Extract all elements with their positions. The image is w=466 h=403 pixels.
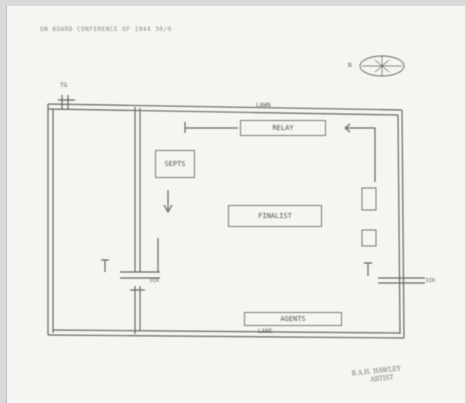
- outer-wall-bottom: [47, 329, 405, 339]
- left-top-stub: [58, 95, 75, 110]
- inner-partition: [134, 107, 141, 334]
- arrow-down-septs: [163, 190, 173, 214]
- label-left-top: TG: [60, 82, 68, 89]
- marker-right: [364, 262, 372, 276]
- compass-north-label: N: [348, 62, 352, 69]
- marker-left: [101, 259, 109, 272]
- arrow-to-relay: [184, 122, 238, 133]
- partition-ledge: [120, 271, 160, 279]
- arrow-from-right: [344, 123, 376, 182]
- sheet-header: ON BOARD CONFERENCE OF 1944 30/9: [40, 26, 172, 33]
- room-box-relay: RELAY: [240, 120, 326, 136]
- compass-symbol: [359, 55, 405, 77]
- fixture-box-2: [361, 229, 377, 247]
- room-box-agents: AGENTS: [244, 312, 342, 326]
- outer-wall-top: [47, 103, 403, 116]
- label-left-bottom: DIR: [150, 278, 160, 284]
- fixture-box-1: [361, 187, 377, 211]
- room-box-finalist: FINALIST: [228, 205, 322, 227]
- label-bottom-wall: LANE: [258, 328, 273, 335]
- outer-wall-right: [397, 109, 405, 339]
- label-top-wall: LAWN: [256, 102, 271, 109]
- right-ledge: [378, 277, 425, 284]
- room-box-septs: SEPTS: [155, 150, 195, 178]
- outer-wall-left: [47, 104, 54, 335]
- label-right-bottom: DIR: [426, 278, 436, 284]
